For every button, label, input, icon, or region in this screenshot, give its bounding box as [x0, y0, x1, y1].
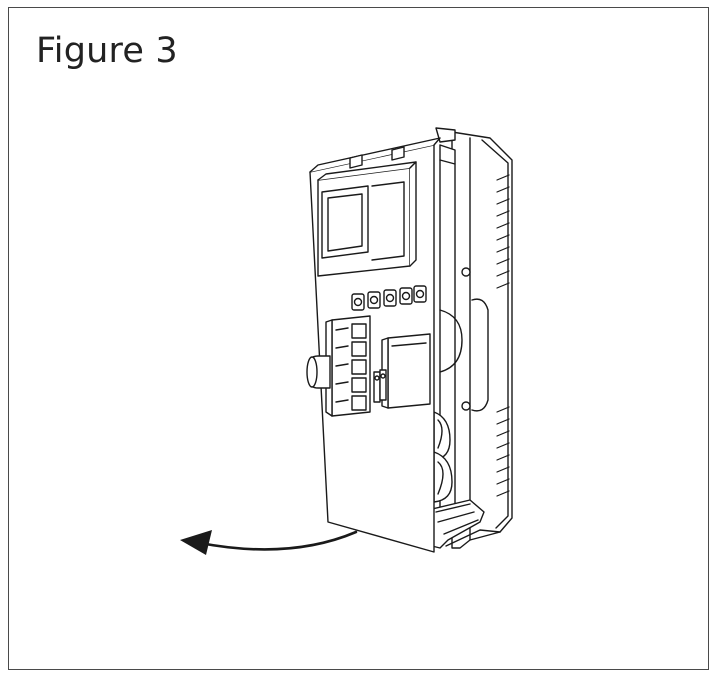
- relay-block: [381, 333, 431, 409]
- rear-connector: [439, 309, 463, 373]
- vent-slots: [496, 174, 510, 497]
- terminal-block: [306, 315, 371, 417]
- curved-arrow-left-icon: [180, 530, 358, 555]
- small-components: [373, 369, 387, 403]
- component-row: [351, 285, 427, 311]
- mounting-base: [435, 127, 513, 549]
- chassis: [427, 144, 501, 549]
- display-module: [317, 161, 417, 277]
- figure-title: Figure 3: [36, 31, 178, 71]
